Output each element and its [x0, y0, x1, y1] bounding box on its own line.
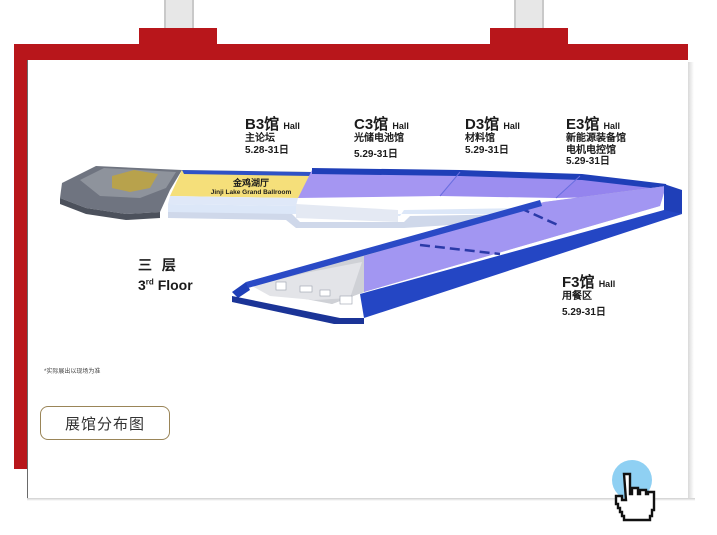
hall-f3-name: F3馆 [562, 274, 595, 291]
hall-f3-block[interactable] [232, 184, 682, 324]
hall-d3-suffix: Hall [503, 121, 520, 131]
hall-b3-block[interactable] [60, 166, 182, 220]
disclaimer-note: *实际展出以现场为准 [44, 369, 101, 375]
hall-layout-button[interactable]: 展馆分布图 [40, 406, 170, 440]
card-bottom-shadow [27, 498, 695, 501]
f3-interior [275, 281, 353, 305]
red-frame-top [14, 44, 688, 62]
ballroom-name-en: Jinji Lake Grand Ballroom [210, 188, 292, 196]
hall-c3-subtitle: 光储电池馆 [354, 133, 404, 145]
hall-c3-label: C3馆 Hall 光储电池馆 5.29-31日 [354, 116, 409, 160]
hall-f3-label: F3馆 Hall 用餐区 5.29-31日 [562, 274, 615, 318]
floor-ordinal: rd [145, 277, 154, 287]
ballroom-block[interactable] [168, 170, 312, 206]
hall-e3-name: E3馆 [566, 116, 600, 133]
hall-c3-suffix: Hall [392, 121, 409, 131]
hall-e3-subtitle2: 电机电控馆 [566, 144, 616, 156]
ballroom-label: 金鸡湖厅 Jinji Lake Grand Ballroom [196, 178, 306, 196]
c3-front-wall [296, 204, 398, 222]
floor-number: 3 [138, 277, 146, 293]
upper-corridor [168, 204, 524, 216]
hall-e3-subtitle: 新能源装备馆 [566, 133, 626, 145]
hall-e3-suffix: Hall [603, 121, 621, 131]
hall-d3-dates: 5.29-31日 [465, 144, 509, 156]
pointer-hand-icon [602, 460, 666, 530]
hall-f3-suffix: Hall [598, 279, 616, 289]
card-shadow [688, 62, 694, 498]
hanger-post-left [164, 0, 194, 30]
hall-b3-subtitle: 主论坛 [245, 133, 275, 145]
hall-c3-dates: 5.29-31日 [354, 148, 398, 160]
hall-e3-dates: 5.29-31日 [566, 156, 610, 168]
hall-b3-suffix: Hall [283, 121, 300, 131]
floor-label: 三 层 3rd Floor [138, 255, 193, 293]
upper-halls[interactable] [298, 168, 668, 199]
hall-b3-dates: 5.28-31日 [245, 144, 289, 156]
upper-front-wall [168, 212, 528, 228]
hanger-cap-right [490, 28, 568, 46]
hall-b3-label: B3馆 Hall 主论坛 5.28-31日 [245, 116, 300, 156]
red-frame-left [14, 44, 28, 469]
hall-f3-subtitle: 用餐区 [562, 291, 592, 303]
floor-word: Floor [157, 277, 193, 293]
hall-d3-label: D3馆 Hall 材料馆 5.29-31日 [465, 116, 520, 156]
hall-d3-name: D3馆 [465, 116, 500, 133]
hanger-post-right [514, 0, 544, 30]
hall-c3-name: C3馆 [354, 116, 389, 133]
hanger-cap-left [139, 28, 217, 46]
hall-e3-label: E3馆 Hall 新能源装备馆 电机电控馆 5.29-31日 [566, 116, 626, 168]
hall-d3-subtitle: 材料馆 [465, 133, 495, 145]
hall-f3-dates: 5.29-31日 [562, 306, 606, 318]
hall-b3-name: B3馆 [245, 116, 280, 133]
ballroom-name-cn: 金鸡湖厅 [232, 178, 269, 188]
floor-label-cn: 三 层 [138, 257, 179, 273]
